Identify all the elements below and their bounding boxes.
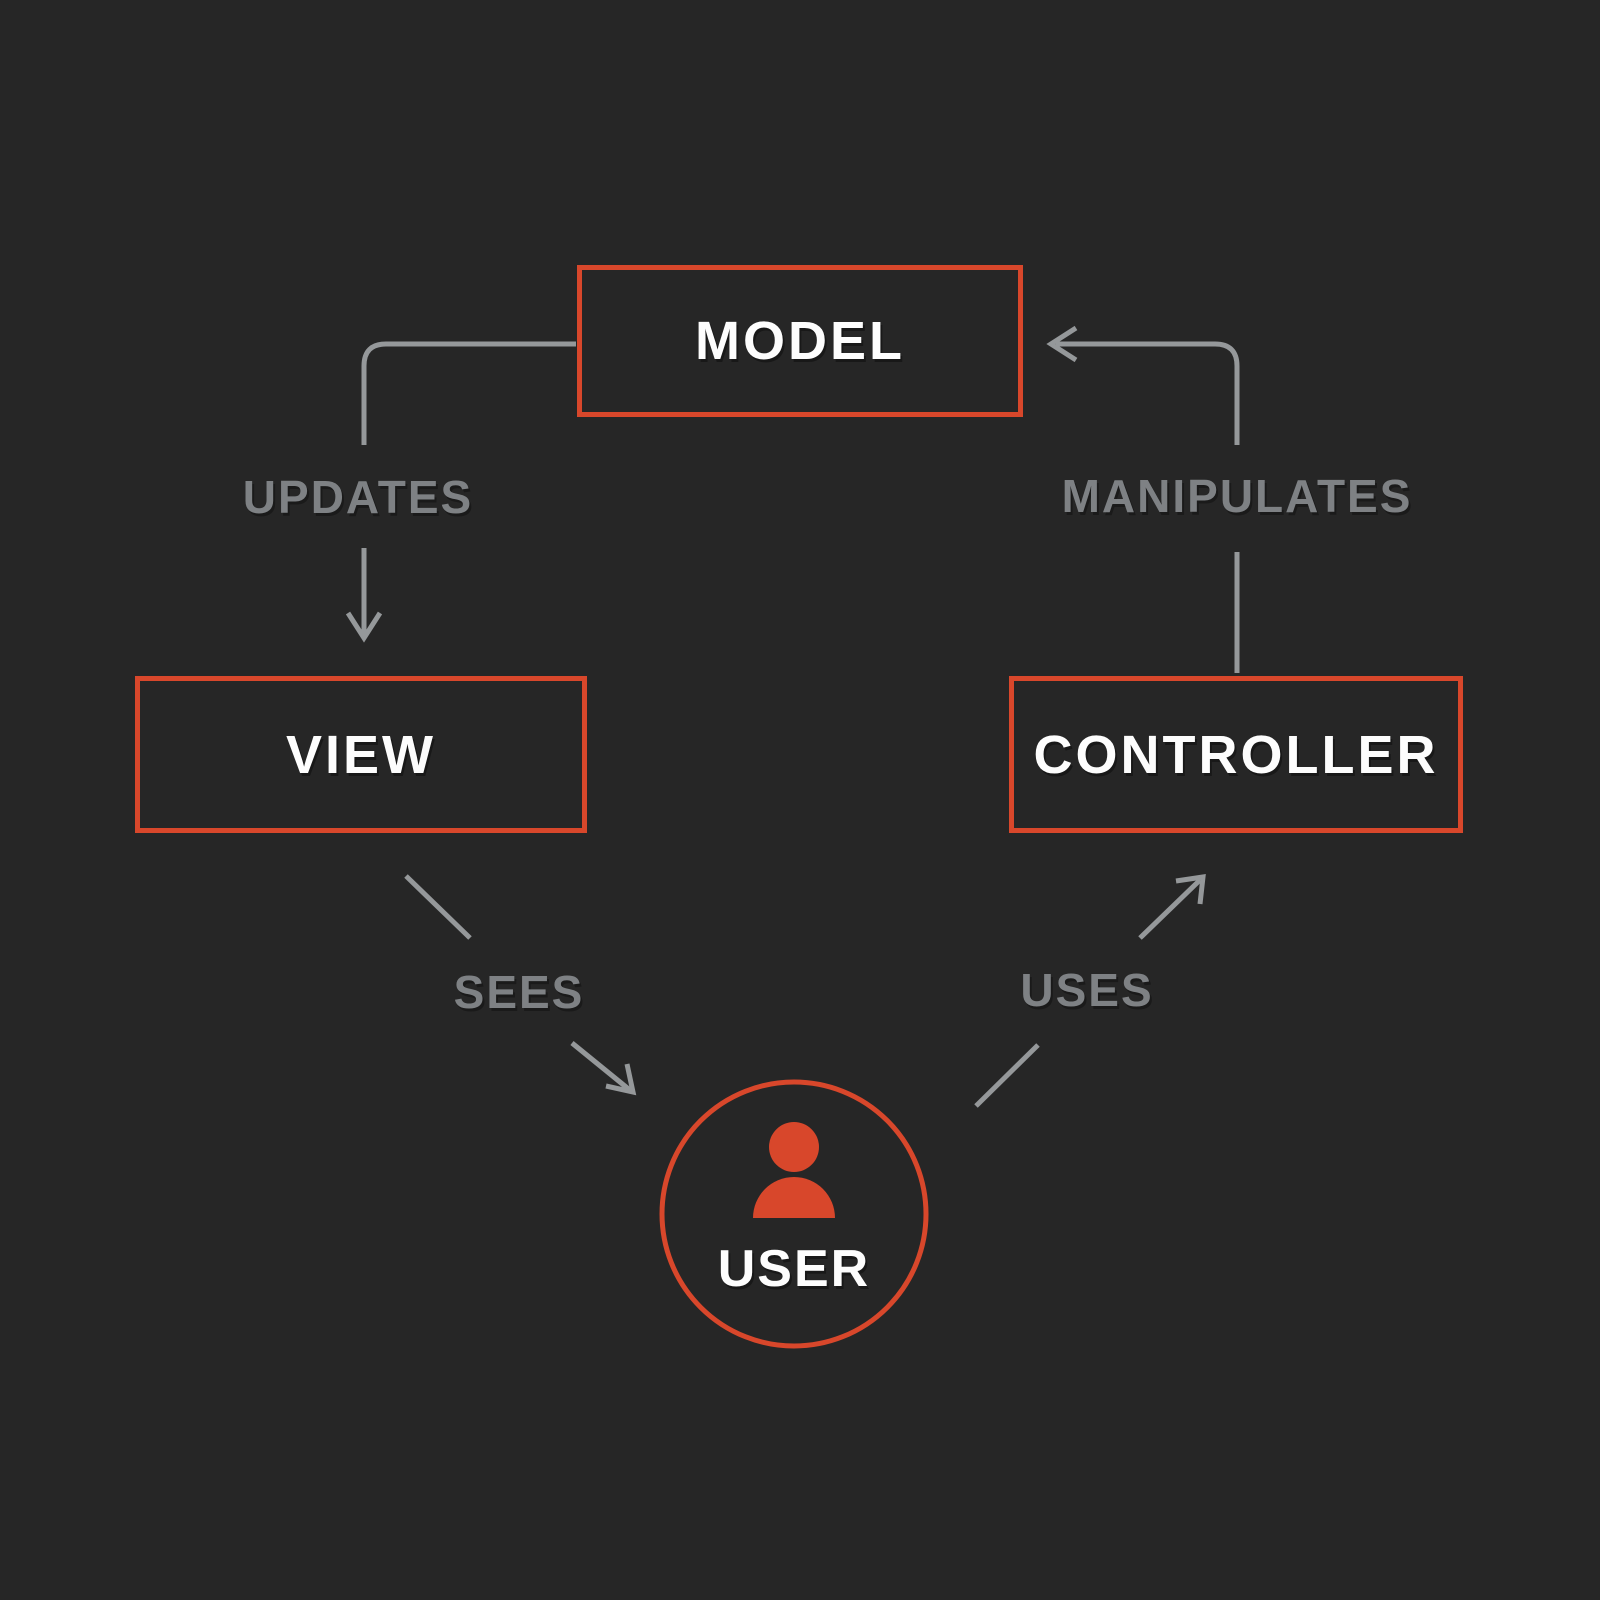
controller-node: CONTROLLER	[1009, 676, 1463, 833]
view-label: VIEW	[285, 724, 436, 785]
arrow-line	[974, 1043, 1040, 1108]
model-label: MODEL	[695, 311, 905, 371]
person-icon	[753, 1122, 835, 1218]
model-node: MODEL	[577, 265, 1023, 417]
manipulates-edge-label: MANIPULATES	[1061, 470, 1413, 522]
view-node: VIEW	[135, 676, 587, 833]
updates-edge-label: UPDATES	[242, 471, 474, 523]
controller-label: CONTROLLER	[1033, 724, 1439, 785]
arrow-line	[1056, 341, 1240, 445]
arrowhead-down-icon	[345, 611, 383, 643]
sees-edge-label: SEES	[453, 966, 585, 1018]
arrowhead-up-right-icon	[1175, 874, 1206, 905]
arrow-line	[570, 1041, 633, 1093]
arrow-line	[361, 341, 576, 445]
arrow-line	[404, 874, 472, 940]
arrowhead-down-right-icon	[605, 1063, 637, 1096]
user-circle	[659, 1079, 929, 1349]
arrow-line	[1138, 878, 1202, 940]
arrowhead-left-icon	[1046, 325, 1078, 363]
user-label: USER	[717, 1240, 871, 1298]
uses-edge-label: USES	[1020, 964, 1154, 1016]
